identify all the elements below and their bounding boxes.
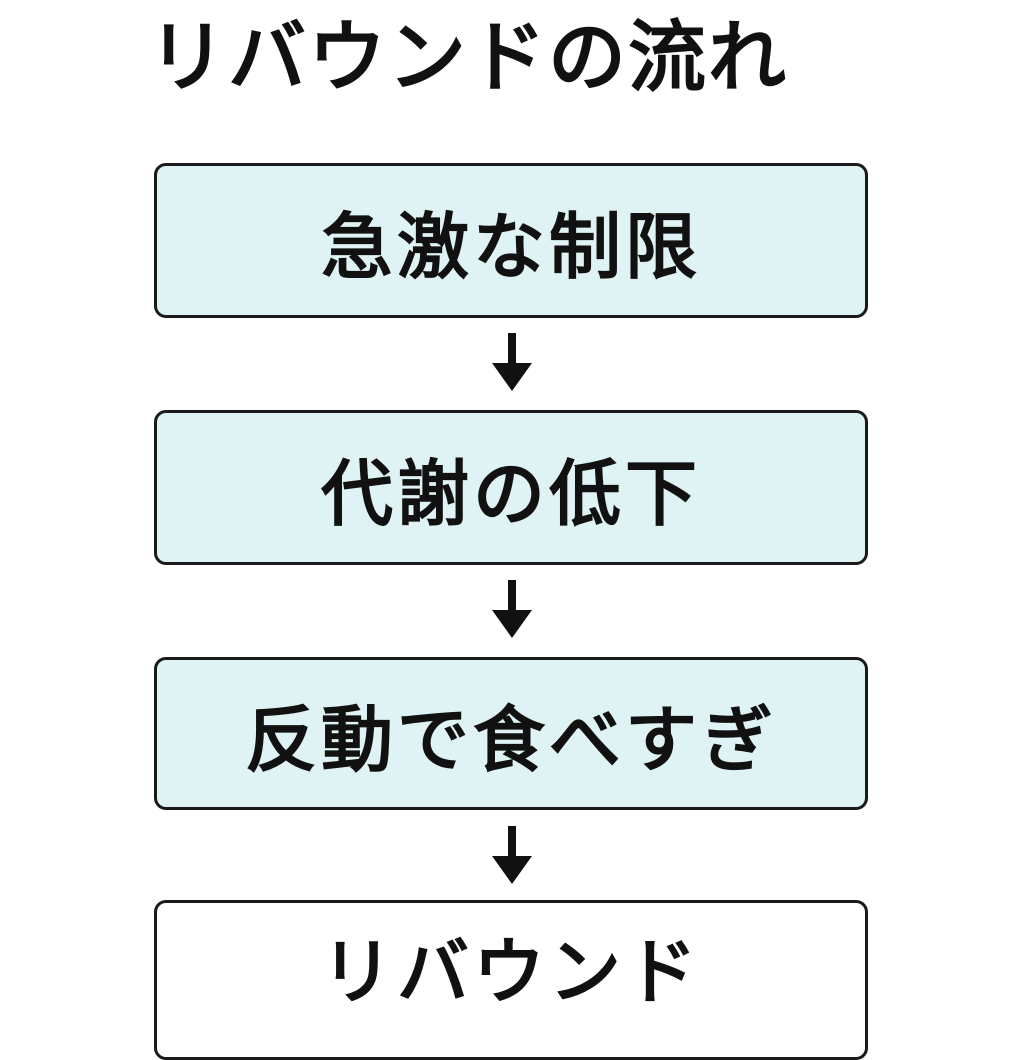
step-box-sudden-restriction: 急激な制限	[154, 163, 868, 318]
step-box-metabolism-drop: 代謝の低下	[154, 410, 868, 565]
step-box-rebound: リバウンド	[154, 900, 868, 1060]
step-label: 代謝の低下	[320, 452, 701, 536]
arrow-down-icon	[492, 580, 532, 638]
arrow-down-icon	[492, 826, 532, 884]
step-box-overeating: 反動で食べすぎ	[154, 657, 868, 810]
step-label: リバウンド	[320, 929, 701, 1014]
step-label: 反動で食べすぎ	[244, 698, 777, 782]
diagram-title: リバウンドの流れ	[148, 13, 789, 103]
arrow-down-icon	[492, 333, 532, 391]
step-label: 急激な制限	[320, 205, 701, 289]
